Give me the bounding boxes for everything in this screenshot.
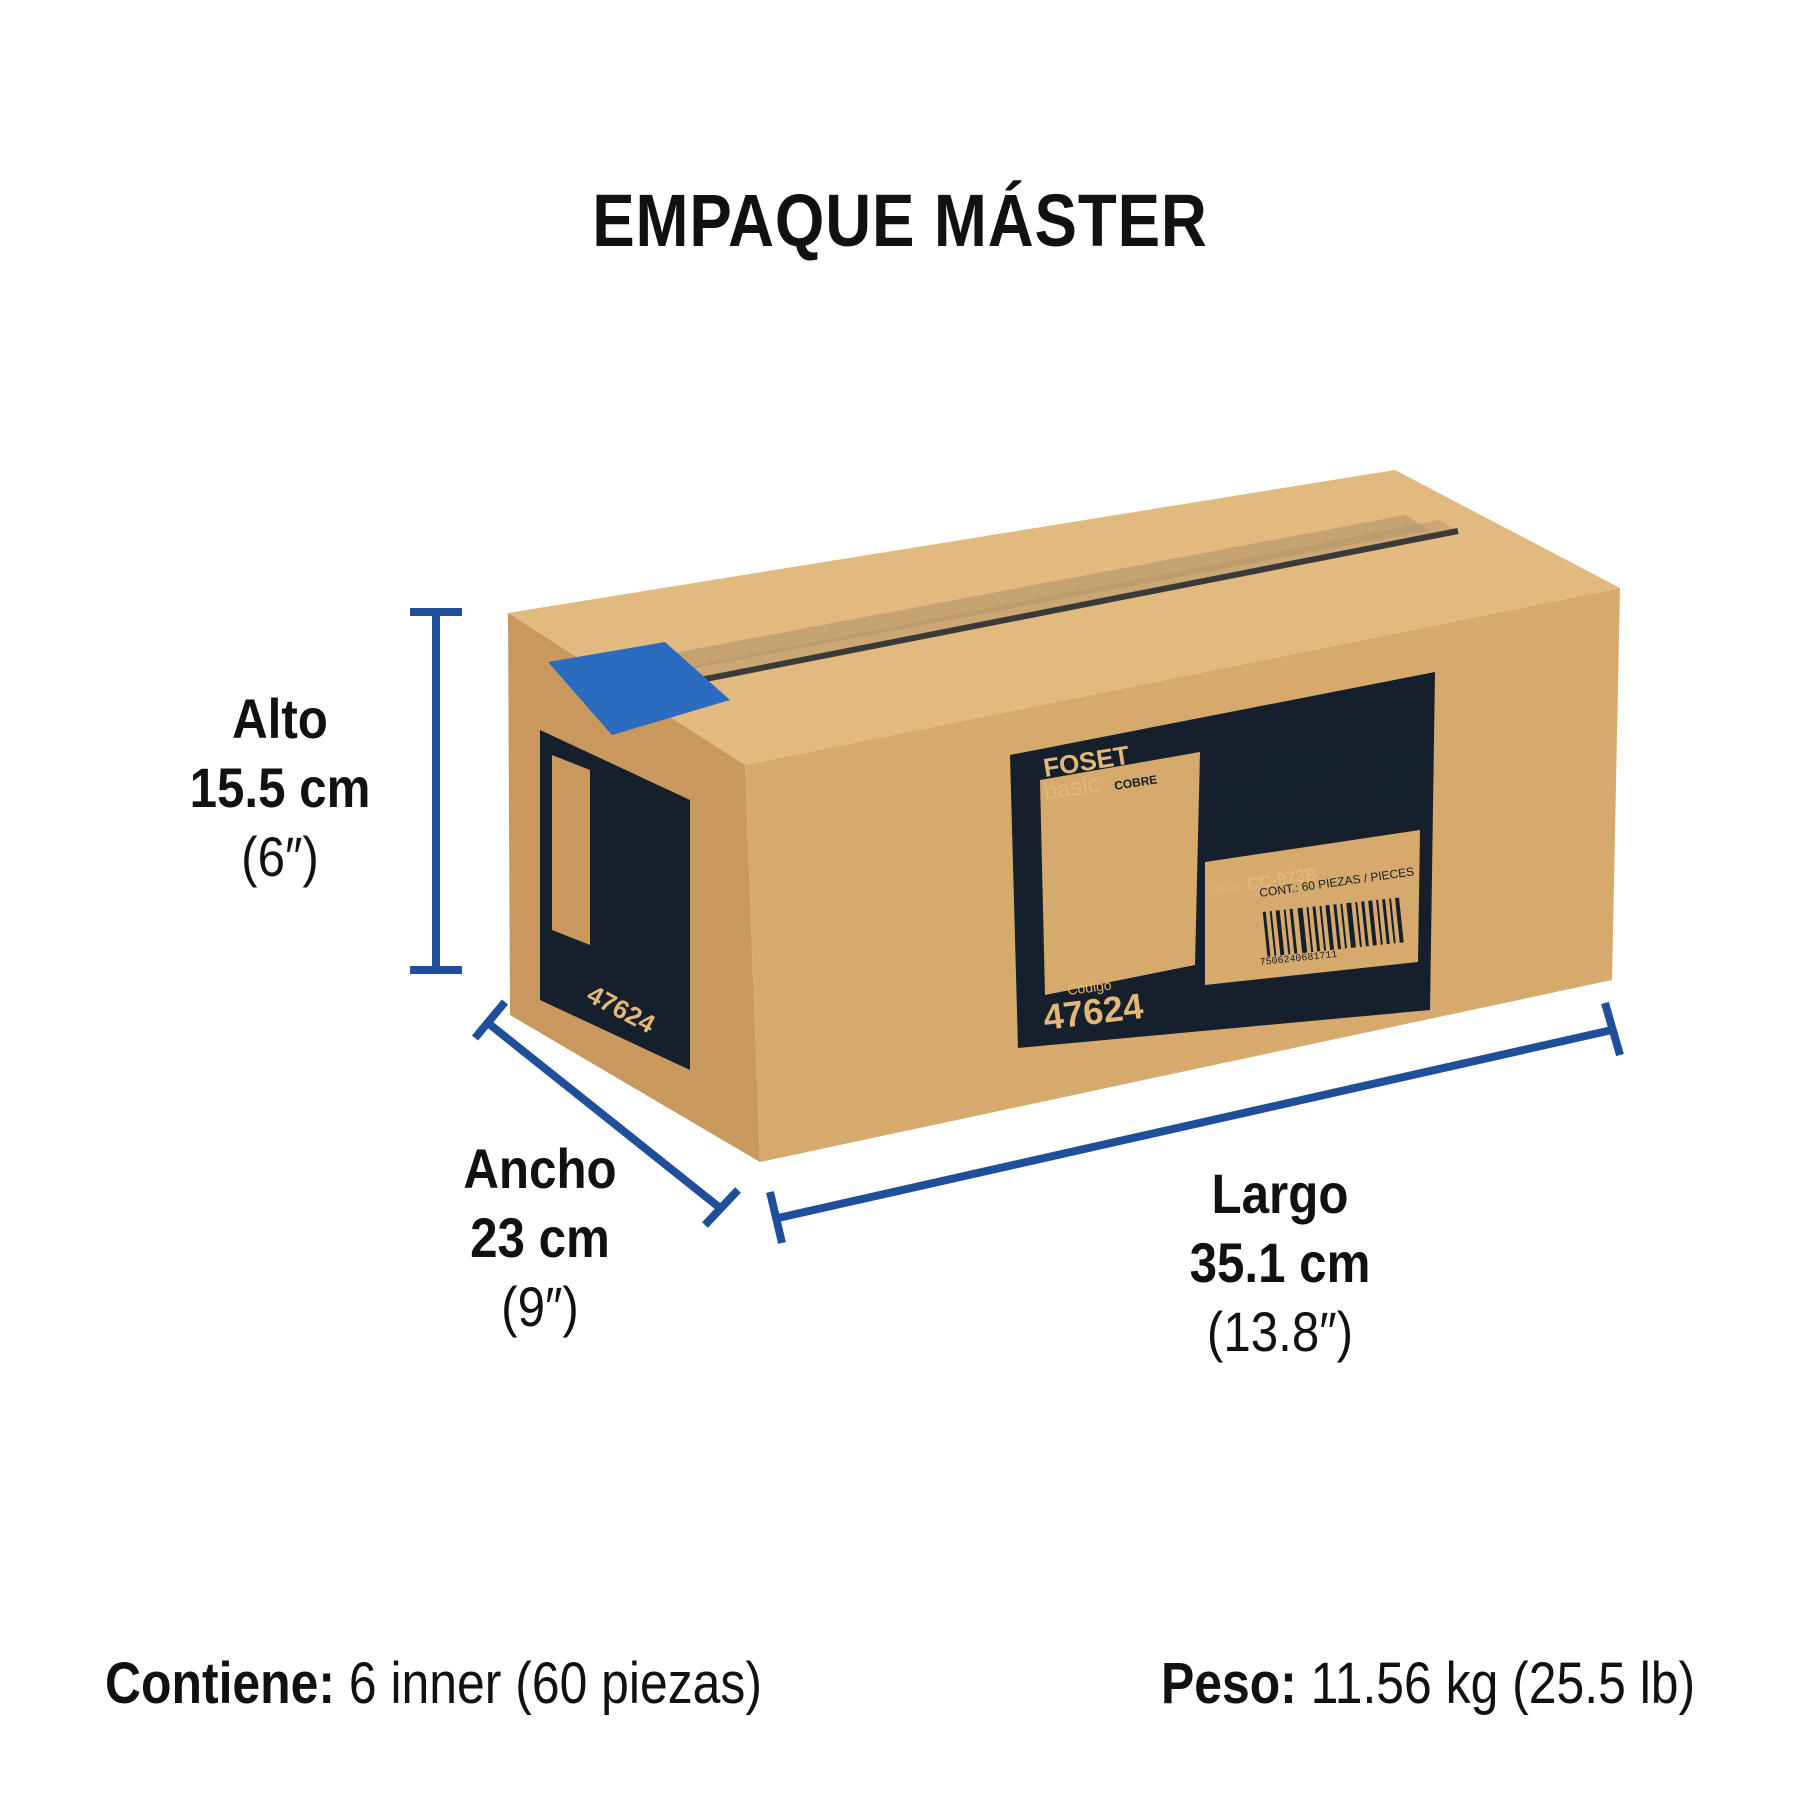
label-product-en: Union — [1208, 806, 1249, 829]
dimension-largo-imperial: (13.8″) — [1206, 1299, 1354, 1363]
dimension-line-largo — [766, 1001, 1624, 1244]
dimension-alto: Alto 15.5 cm (6″) — [150, 687, 410, 896]
footer-weight-label: Peso: — [1160, 1651, 1297, 1716]
label-line: COBRE — [1113, 772, 1158, 793]
footer-contents-value: 6 inner (60 piezas) — [334, 1651, 762, 1716]
dimension-line-alto — [410, 608, 462, 974]
footer-weight: Peso: 11.56 kg (25.5 lb) — [1161, 1650, 1695, 1717]
label-clave-label: Clave: — [1209, 881, 1242, 898]
dimension-alto-metric: 15.5 cm — [189, 755, 371, 819]
dimension-alto-label: Alto — [232, 687, 328, 750]
dimension-largo-label: Largo — [1211, 1162, 1349, 1225]
label-codigo-label: Código — [1066, 977, 1112, 998]
dimension-ancho: Ancho 23 cm (9″) — [410, 1137, 670, 1346]
footer-contents: Contiene: 6 inner (60 piezas) — [105, 1650, 762, 1717]
dimension-ancho-metric: 23 cm — [470, 1205, 610, 1269]
dimension-largo-metric: 35.1 cm — [1189, 1230, 1371, 1294]
dimension-ancho-imperial: (9″) — [501, 1274, 579, 1338]
label-size-in: 1″ — [1381, 769, 1417, 806]
dimension-line-ancho — [471, 999, 741, 1228]
footer-contents-label: Contiene: — [105, 1651, 335, 1716]
dimension-ancho-label: Ancho — [463, 1137, 617, 1200]
footer-weight-value: 11.56 kg (25.5 lb) — [1296, 1651, 1695, 1716]
dimension-alto-imperial: (6″) — [241, 824, 319, 888]
page-title: EMPAQUE MÁSTER — [592, 179, 1208, 262]
dimension-largo: Largo 35.1 cm (13.8″) — [1130, 1162, 1430, 1371]
barcode — [1262, 897, 1404, 957]
label-size-mm: 25 mm — [1383, 752, 1425, 773]
box-sticker — [548, 642, 730, 735]
